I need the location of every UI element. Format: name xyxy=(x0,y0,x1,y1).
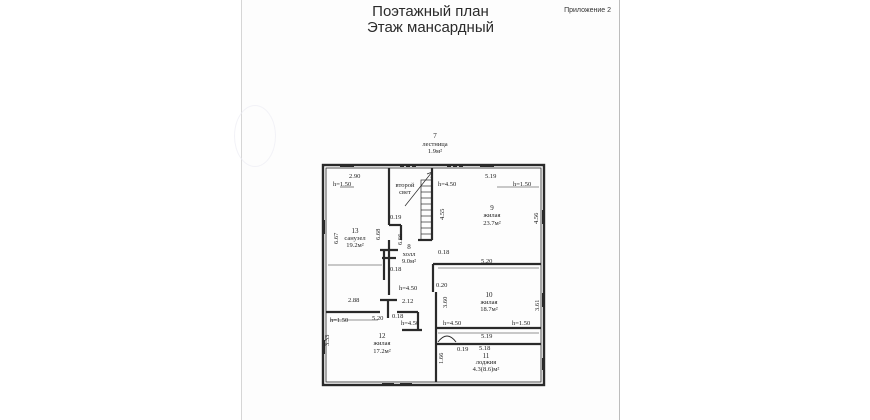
svg-text:h=4.50: h=4.50 xyxy=(438,181,456,188)
svg-text:9.0м²: 9.0м² xyxy=(402,258,416,265)
document-sheet: Приложение 2 Поэтажный план Этаж мансард… xyxy=(234,0,620,420)
windows-top xyxy=(340,164,494,167)
svg-text:7: 7 xyxy=(433,132,437,140)
second-light-label: второй свет xyxy=(396,182,415,196)
svg-text:h=1.50: h=1.50 xyxy=(330,317,348,324)
svg-text:23.7м²: 23.7м² xyxy=(483,220,500,227)
room-7-label: 7 лестница 1.9м² xyxy=(422,132,447,155)
room-12-label: 12 жилая 17.2м² xyxy=(372,332,390,355)
svg-text:жилая: жилая xyxy=(372,340,390,347)
svg-text:0.19: 0.19 xyxy=(457,346,468,353)
svg-text:h=4.50: h=4.50 xyxy=(399,285,417,292)
svg-text:2.90: 2.90 xyxy=(349,173,360,180)
svg-text:второй: второй xyxy=(396,182,415,189)
svg-text:5.19: 5.19 xyxy=(485,173,496,180)
svg-text:11: 11 xyxy=(483,352,490,360)
svg-text:18.7м²: 18.7м² xyxy=(480,306,497,313)
dimension-labels: 2.90 h=1.50 h=4.50 5.19 h=1.50 6.67 6.68… xyxy=(324,173,541,364)
svg-text:3.33: 3.33 xyxy=(324,335,331,346)
svg-text:19.2м²: 19.2м² xyxy=(346,242,363,249)
svg-text:h=1.50: h=1.50 xyxy=(513,181,531,188)
svg-text:0.18: 0.18 xyxy=(438,249,449,256)
appendix-label: Приложение 2 xyxy=(564,7,611,14)
outer-walls xyxy=(321,163,546,387)
svg-text:3.61: 3.61 xyxy=(534,300,541,311)
svg-text:6.67: 6.67 xyxy=(333,232,340,244)
svg-text:санузел: санузел xyxy=(344,235,366,242)
svg-text:10: 10 xyxy=(486,291,494,299)
room-11-label: 11 лоджия 4.3(8.6)м² xyxy=(473,352,500,373)
floor-plan: 7 лестница 1.9м² второй свет 9 жилая 23.… xyxy=(321,132,546,387)
side-windows xyxy=(322,210,545,386)
svg-text:17.2м²: 17.2м² xyxy=(373,348,390,355)
svg-text:8: 8 xyxy=(407,243,411,251)
loggia-door xyxy=(437,335,457,343)
faded-stamp xyxy=(234,105,276,167)
svg-text:3.60: 3.60 xyxy=(442,297,449,308)
svg-text:5.19: 5.19 xyxy=(481,333,492,340)
svg-text:4.56: 4.56 xyxy=(533,212,540,224)
room-8-label: 8 холл 9.0м² xyxy=(402,243,416,265)
svg-text:свет: свет xyxy=(399,189,411,196)
dimension-ticks xyxy=(328,186,539,334)
svg-text:13: 13 xyxy=(352,227,360,235)
svg-text:h=1.50: h=1.50 xyxy=(512,320,530,327)
staircase xyxy=(404,171,433,241)
svg-text:6.66: 6.66 xyxy=(397,233,404,245)
interior-walls xyxy=(326,168,541,382)
svg-text:12: 12 xyxy=(379,332,387,340)
room-10-label: 10 жилая 18.7м² xyxy=(479,291,497,313)
svg-text:холл: холл xyxy=(403,251,416,258)
svg-text:5.20: 5.20 xyxy=(481,258,492,265)
svg-text:h=4.50: h=4.50 xyxy=(401,320,419,327)
svg-text:лоджия: лоджия xyxy=(476,359,497,366)
svg-text:h=4.50: h=4.50 xyxy=(443,320,461,327)
svg-text:1.66: 1.66 xyxy=(438,352,445,364)
svg-text:1.9м²: 1.9м² xyxy=(428,148,442,155)
svg-text:4.3(8.6)м²: 4.3(8.6)м² xyxy=(473,366,500,373)
svg-text:2.12: 2.12 xyxy=(402,298,413,305)
svg-text:9: 9 xyxy=(490,204,494,212)
svg-text:лестница: лестница xyxy=(422,141,447,148)
svg-text:0.19: 0.19 xyxy=(390,214,401,221)
room-13-label: 13 санузел 19.2м² xyxy=(344,227,366,249)
svg-text:жилая: жилая xyxy=(479,299,497,306)
svg-text:0.18: 0.18 xyxy=(390,266,401,273)
svg-text:2.88: 2.88 xyxy=(348,297,359,304)
svg-text:h=1.50: h=1.50 xyxy=(333,181,351,188)
svg-text:жилая: жилая xyxy=(482,212,500,219)
svg-text:6.68: 6.68 xyxy=(375,229,382,240)
svg-text:0.18: 0.18 xyxy=(392,313,403,320)
svg-text:0.20: 0.20 xyxy=(436,282,447,289)
svg-text:5.20: 5.20 xyxy=(372,315,383,322)
room-9-label: 9 жилая 23.7м² xyxy=(482,204,500,227)
svg-text:5.18: 5.18 xyxy=(479,345,490,352)
page-subtitle: Этаж мансардный xyxy=(366,19,494,36)
page-title: Поэтажный план xyxy=(372,3,489,20)
svg-text:4.55: 4.55 xyxy=(439,209,446,220)
